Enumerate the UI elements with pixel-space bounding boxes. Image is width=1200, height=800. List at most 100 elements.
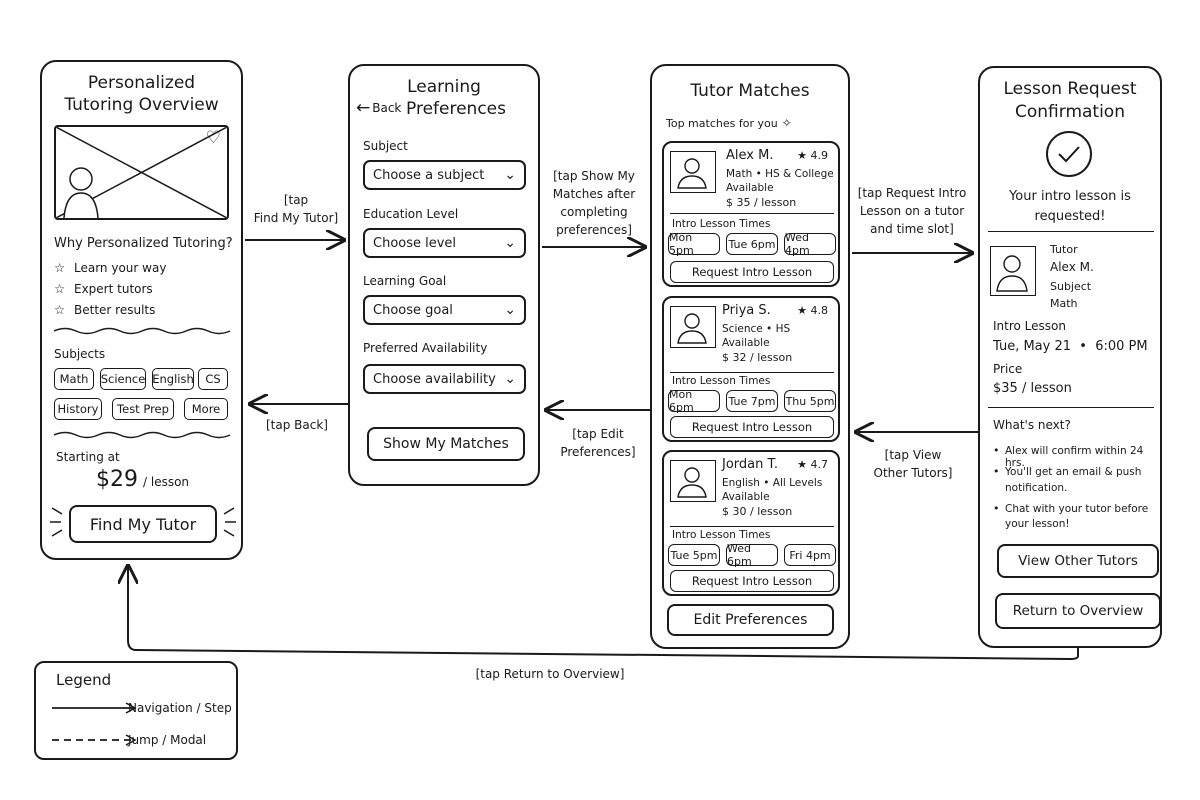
sparkle-icon: ✧ xyxy=(781,116,792,130)
view-other-tutors-button[interactable]: View Other Tutors xyxy=(997,544,1159,578)
price-label: Price xyxy=(993,362,1023,376)
star-icon: ☆ xyxy=(54,302,66,317)
request-intro-lesson-button[interactable]: Request Intro Lesson xyxy=(670,261,834,283)
time-slot[interactable]: Tue 5pm xyxy=(668,544,720,566)
annotation-find-tutor: [tap Find My Tutor] xyxy=(246,191,346,227)
annotation-view-other-tutors: [tap View Other Tutors] xyxy=(858,446,968,482)
subject-chip-cs[interactable]: CS xyxy=(198,368,228,390)
time-slot[interactable]: Wed 6pm xyxy=(726,542,778,568)
annotation-line: [tap Return to Overview] xyxy=(475,667,625,681)
back-button[interactable]: ← Back xyxy=(356,98,401,118)
confirmation-message-line2: requested! xyxy=(1034,209,1106,224)
legend: Legend Navigation / Step Jump / Modal xyxy=(34,661,238,760)
subject-chip-science[interactable]: Science xyxy=(100,368,146,390)
why-heading: Why Personalized Tutoring? xyxy=(54,236,233,251)
legend-dashed-arrow xyxy=(52,734,137,746)
edit-preferences-button[interactable]: Edit Preferences xyxy=(667,604,834,636)
subject-label: Subject xyxy=(1050,280,1092,293)
tutor-rating: ★ 4.8 xyxy=(797,304,828,317)
legend-dashed-label: Jump / Modal xyxy=(128,733,207,747)
confirmation-title-line1: Lesson Request xyxy=(1003,79,1137,99)
tutor-rating: ★ 4.9 xyxy=(797,149,828,162)
tutor-card[interactable]: Alex M. ★ 4.9 Math • HS & College Availa… xyxy=(662,141,840,287)
annotation-show-matches: [tap Show My Matches after completing pr… xyxy=(542,167,646,239)
tutor-label: Tutor xyxy=(1050,243,1078,256)
price-row: $29 / lesson xyxy=(96,467,189,492)
subject-chip-more[interactable]: More xyxy=(184,398,228,420)
matches-subtitle-row: Top matches for you ✧ xyxy=(666,116,792,130)
tutor-rating: ★ 4.7 xyxy=(797,458,828,471)
wavy-divider xyxy=(54,431,231,439)
return-to-overview-button[interactable]: Return to Overview xyxy=(995,593,1161,629)
annotation-line: Other Tutors] xyxy=(873,466,953,480)
preferences-title-line2: Preferences xyxy=(406,99,506,119)
price-unit: / lesson xyxy=(143,475,190,489)
time-slot[interactable]: Tue 6pm xyxy=(726,233,778,255)
tutor-subject: Science • HS xyxy=(722,323,791,335)
tutor-card[interactable]: Jordan T. ★ 4.7 English • All Levels Ava… xyxy=(662,450,840,596)
price-value: $29 xyxy=(96,467,138,492)
time-slot[interactable]: Mon 6pm xyxy=(668,388,720,414)
annotation-line: [tap Request Intro xyxy=(857,186,967,200)
tutor-subject: Math • HS & College xyxy=(726,168,834,180)
field-label-education: Education Level xyxy=(363,207,459,221)
annotation-line: Matches after xyxy=(552,187,636,201)
time-slot[interactable]: Mon 5pm xyxy=(668,231,720,257)
time-slot[interactable]: Tue 7pm xyxy=(726,390,778,412)
avatar xyxy=(670,151,716,193)
bullet-icon: • xyxy=(993,444,1000,457)
intro-lesson-label: Intro Lesson xyxy=(993,319,1066,333)
subject-chip-test-prep[interactable]: Test Prep xyxy=(112,398,174,420)
tutor-name: Alex M. xyxy=(726,148,774,163)
back-label: Back xyxy=(372,101,402,115)
time-slot[interactable]: Fri 4pm xyxy=(784,544,836,566)
request-intro-lesson-button[interactable]: Request Intro Lesson xyxy=(670,570,834,592)
education-level-select[interactable]: Choose level ⌄ xyxy=(363,228,526,258)
find-my-tutor-button[interactable]: Find My Tutor xyxy=(69,505,217,543)
field-label-goal: Learning Goal xyxy=(363,274,447,288)
legend-title: Legend xyxy=(56,671,112,689)
tutor-availability: Available xyxy=(726,182,774,194)
next-item: You'll get an email & push xyxy=(1005,466,1142,478)
intro-times-label: Intro Lesson Times xyxy=(672,375,771,387)
matches-title: Tutor Matches xyxy=(690,81,810,101)
show-my-matches-button[interactable]: Show My Matches xyxy=(367,427,525,461)
tutor-card[interactable]: Priya S. ★ 4.8 Science • HS Available $ … xyxy=(662,296,840,442)
next-item: Alex will confirm within 24 hrs. xyxy=(1005,445,1144,469)
annotation-return-overview: [tap Return to Overview] xyxy=(460,665,640,683)
divider xyxy=(988,407,1154,408)
annotation-edit-preferences: [tap Edit Preferences] xyxy=(548,425,648,461)
annotation-line: preferences] xyxy=(556,223,632,237)
time-slot[interactable]: Thu 5pm xyxy=(784,390,836,412)
arrow-return-overview xyxy=(128,566,1079,661)
overview-title-line1: Personalized xyxy=(87,73,196,93)
tutor-price: $ 32 / lesson xyxy=(722,351,793,364)
field-label-availability: Preferred Availability xyxy=(363,341,488,355)
benefit-item: Learn your way xyxy=(74,261,167,275)
confirmation-message-line1: Your intro lesson is xyxy=(1009,189,1131,204)
back-arrow-icon: ← xyxy=(356,98,371,118)
request-intro-lesson-button[interactable]: Request Intro Lesson xyxy=(670,416,834,438)
subject-value: Math xyxy=(1050,297,1078,310)
bullet-icon: • xyxy=(993,502,1000,515)
time-slot[interactable]: Wed 4pm xyxy=(784,231,836,257)
tutor-availability: Available xyxy=(722,337,770,349)
availability-select[interactable]: Choose availability ⌄ xyxy=(363,364,526,394)
starting-at-label: Starting at xyxy=(56,450,120,464)
matches-subtitle: Top matches for you xyxy=(666,116,778,130)
heart-icon[interactable]: ♡ xyxy=(205,128,221,148)
subject-chip-math[interactable]: Math xyxy=(54,368,94,390)
field-label-subject: Subject xyxy=(363,139,408,153)
subject-select-value: Choose a subject xyxy=(373,167,485,183)
annotation-line: completing xyxy=(560,205,628,219)
subject-select[interactable]: Choose a subject ⌄ xyxy=(363,160,526,190)
divider xyxy=(988,231,1154,232)
subject-chip-history[interactable]: History xyxy=(54,398,102,420)
emphasis-marks xyxy=(50,507,236,537)
subject-chip-english[interactable]: English xyxy=(152,368,194,390)
subjects-label: Subjects xyxy=(54,347,106,361)
learning-goal-select[interactable]: Choose goal ⌄ xyxy=(363,295,526,325)
tutor-name: Jordan T. xyxy=(722,457,779,472)
tutor-price: $ 35 / lesson xyxy=(726,196,797,209)
